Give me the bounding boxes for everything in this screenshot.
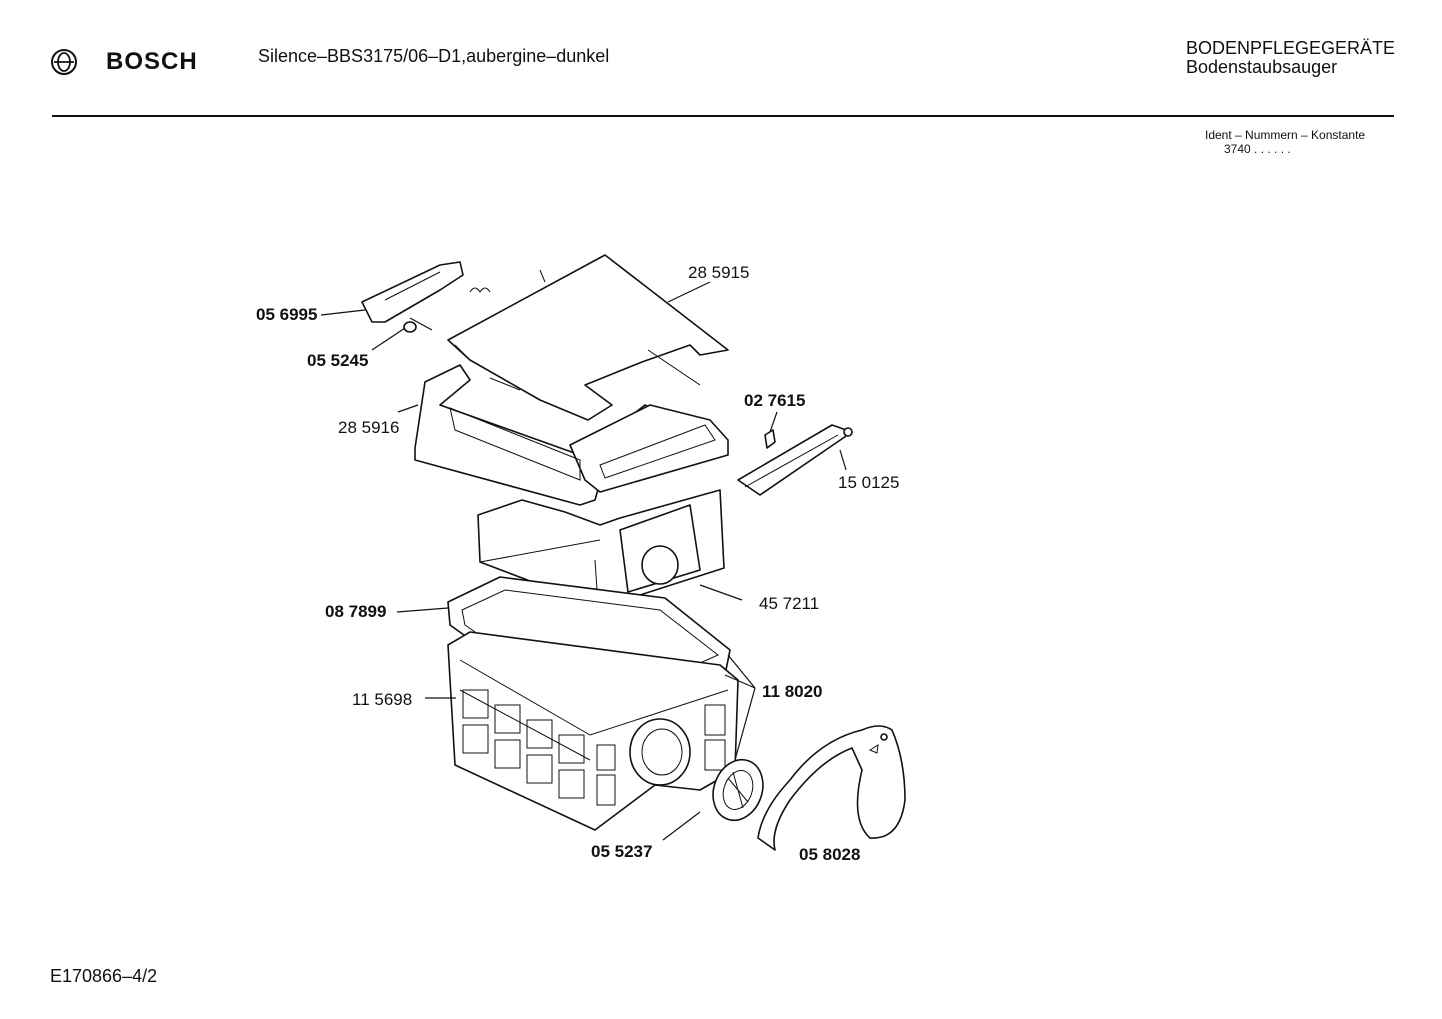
hinge-part [361,261,464,323]
category-subtitle: Bodenstaubsauger [1186,57,1338,77]
label-45-7211: 45 7211 [759,594,819,613]
brand-name: BOSCH [106,48,198,75]
label-11-8020: 11 8020 [762,682,823,701]
ident-title: Ident – Nummern – Konstante [1205,128,1366,142]
document-number: E170866–4/2 [50,966,158,986]
category-title: BODENPFLEGEGERÄTE [1186,38,1396,58]
lid-frame-part [414,349,729,506]
grille-cells [462,689,726,806]
label-05-8028: 05 8028 [799,845,860,864]
label-11-5698: 11 5698 [352,690,412,709]
label-02-7615: 02 7615 [744,391,805,410]
label-05-6995: 05 6995 [256,305,317,324]
label-28-5915: 28 5915 [688,263,749,282]
label-05-5237: 05 5237 [591,842,652,861]
model-title: Silence–BBS3175/06–D1,aubergine–dunkel [258,46,610,66]
leader-lines [320,281,847,841]
label-05-5245: 05 5245 [307,351,368,370]
base-housing-part [447,631,739,831]
lid-cover-part [447,254,729,421]
label-08-7899: 08 7899 [325,602,386,621]
clip-part [764,429,776,449]
label-15-0125: 15 0125 [838,473,899,492]
ident-value: 3740 . . . . . . [1224,142,1291,156]
rail-part [737,424,853,496]
wheel-part [712,758,764,822]
handle-part [757,725,906,851]
header-divider [52,115,1394,117]
dust-bag-part [477,489,725,636]
spring-part [403,287,491,333]
label-28-5916: 28 5916 [338,418,399,437]
bosch-logo-icon [51,49,77,75]
